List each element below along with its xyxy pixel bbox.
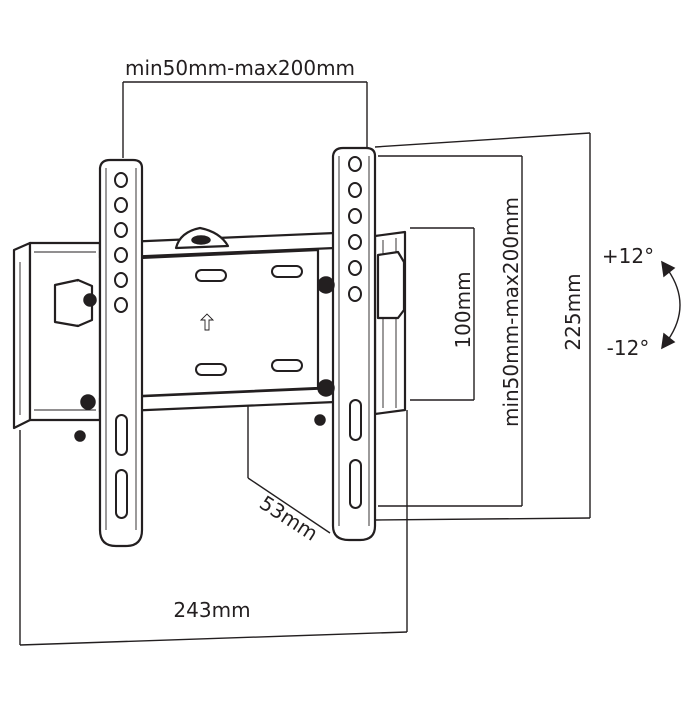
left-arm <box>53 158 144 548</box>
up-arrow-icon <box>199 313 215 331</box>
tilt-arc <box>661 260 681 350</box>
total-height-label: 225mm <box>561 273 585 350</box>
tilt-up-label: +12° <box>602 244 654 268</box>
vertical-spacing-label: min50mm-max200mm <box>499 197 523 427</box>
width-label: 243mm <box>173 598 250 622</box>
wall-plate <box>12 226 407 430</box>
depth-label: 53mm <box>255 491 322 546</box>
dimension-lines <box>19 81 591 646</box>
plate-height-label: 100mm <box>451 271 475 348</box>
right-arm <box>314 146 406 542</box>
horizontal-spacing-label: min50mm-max200mm <box>125 56 355 80</box>
tilt-down-label: -12° <box>607 336 650 360</box>
